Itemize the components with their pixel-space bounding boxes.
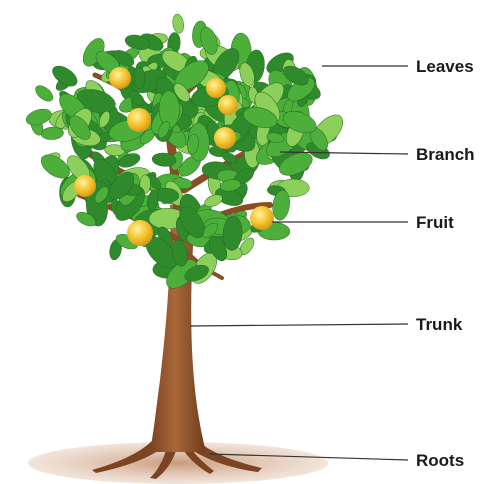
branch-label: Branch — [416, 145, 475, 164]
leaves-label: Leaves — [416, 57, 474, 76]
leaves — [24, 13, 348, 293]
trunk-label: Trunk — [416, 315, 463, 334]
fruit — [127, 220, 153, 246]
fruit — [218, 95, 238, 115]
roots-label: Roots — [416, 451, 464, 470]
fruit — [127, 108, 151, 132]
leaf — [33, 83, 56, 104]
fruit — [109, 67, 131, 89]
trunk-leader-line — [190, 324, 408, 326]
fruit — [250, 206, 274, 230]
fruit — [74, 175, 96, 197]
fruit — [206, 78, 226, 98]
fruit-label: Fruit — [416, 213, 454, 232]
fruit — [214, 127, 236, 149]
leaf — [24, 106, 53, 128]
leaf — [41, 126, 64, 140]
leaf — [171, 13, 184, 34]
